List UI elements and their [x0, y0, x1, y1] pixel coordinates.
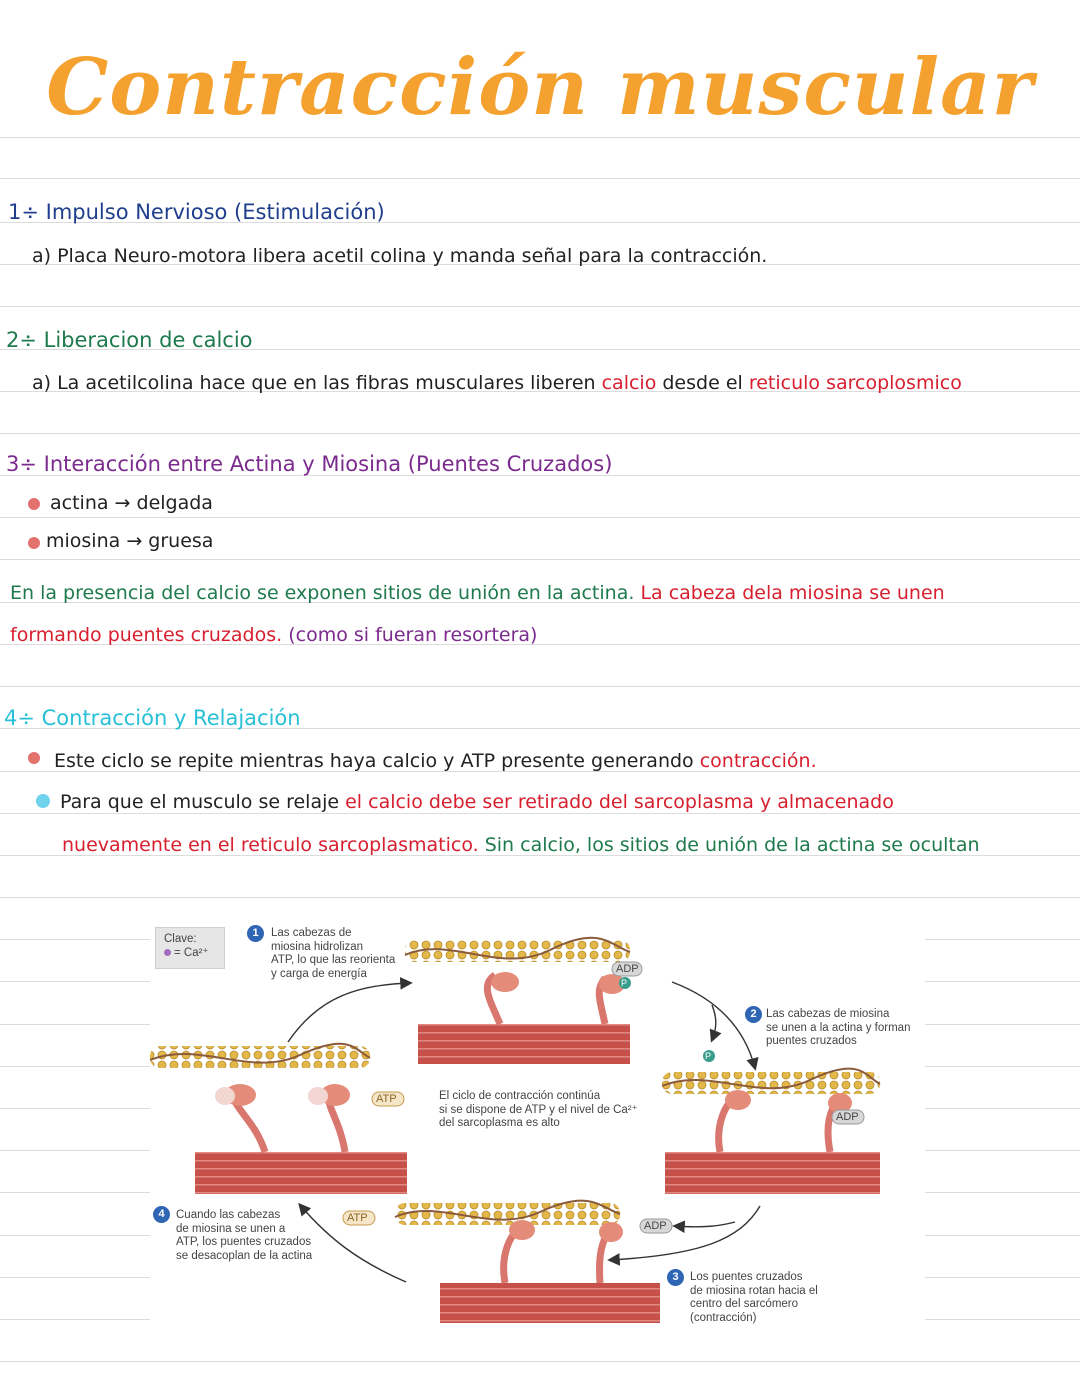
arrow-3	[607, 1205, 761, 1266]
arrow-p	[709, 1004, 722, 1043]
calcium-dot-icon	[164, 949, 171, 956]
step2-line: puentes cruzados	[766, 1035, 857, 1047]
section4-bullet1-start: Este ciclo se repite mientras haya calci…	[54, 750, 694, 772]
center-line: si se dispone de ATP y el nivel de Ca²⁺	[439, 1103, 638, 1116]
step1-caption: Las cabezas de miosina hidrolizan ATP, l…	[271, 927, 395, 981]
center-caption: El ciclo de contracción continúa si se d…	[439, 1090, 638, 1131]
label-adp-bottom: ADP	[644, 1220, 667, 1232]
step3-caption: Los puentes cruzados de miosina rotan ha…	[690, 1271, 818, 1325]
section2-line-a-mid: desde el	[662, 372, 743, 394]
step2-number: 2	[745, 1006, 762, 1023]
step1-number: 1	[247, 925, 264, 942]
section3-bullet-actina: actina → delgada	[50, 492, 213, 514]
section4-bullet2-start: Para que el musculo se relaje	[60, 791, 340, 813]
step3-line: (contracción)	[690, 1311, 757, 1324]
step3-number: 3	[667, 1269, 684, 1286]
label-adp-right: ADP	[836, 1111, 859, 1123]
section4-heading: 4÷ Contracción y Relajación	[4, 706, 301, 730]
center-line: El ciclo de contracción continúa	[439, 1090, 601, 1102]
section2-calcio: calcio	[601, 372, 657, 394]
section3-para-red2: formando puentes cruzados.	[10, 624, 283, 646]
label-atp-bottom: ATP	[347, 1212, 368, 1224]
step4-caption: Cuando las cabezas de miosina se unen a …	[176, 1209, 312, 1263]
key-label: Clave:	[164, 933, 197, 945]
bullet-dot	[28, 537, 40, 549]
section4-bullet2-red1: el calcio debe ser retirado del sarcopla…	[345, 791, 894, 813]
section4-bullet2: Para que el musculo se relaje el calcio …	[60, 791, 894, 813]
arrow-1	[287, 977, 413, 1043]
panel-left	[149, 1042, 407, 1194]
section3-heading: 3÷ Interacción entre Actina y Miosina (P…	[6, 452, 613, 476]
step2-line: Las cabezas de miosina	[766, 1008, 890, 1020]
step4-number: 4	[153, 1206, 170, 1223]
panel-top	[404, 936, 643, 1064]
section2-line-a: a) La acetilcolina hace que en las fibra…	[32, 372, 962, 394]
step3-line: de miosina rotan hacia el	[690, 1284, 818, 1297]
step4-line: Cuando las cabezas	[176, 1209, 281, 1221]
arrow-adp	[672, 1220, 736, 1233]
arrow-2	[671, 981, 759, 1071]
section4-bullet2-cont: nuevamente en el reticulo sarcoplasmatic…	[62, 834, 980, 856]
step1-line: ATP, lo que las reorienta	[271, 954, 396, 966]
step2-caption: Las cabezas de miosina se unen a la acti…	[766, 1008, 910, 1049]
section3-paragraph-line1: En la presencia del calcio se exponen si…	[10, 582, 945, 604]
section1-line-a: a) Placa Neuro-motora libera acetil coli…	[32, 245, 768, 267]
panel-bottom	[342, 1199, 673, 1323]
section2-heading: 2÷ Liberacion de calcio	[6, 328, 253, 352]
step3-line: Los puentes cruzados	[690, 1271, 803, 1283]
section1-heading: 1÷ Impulso Nervioso (Estimulación)	[8, 200, 385, 224]
key-value-text: = Ca²⁺	[174, 947, 209, 959]
step1-line: Las cabezas de	[271, 927, 352, 939]
step1-line: miosina hidrolizan	[271, 940, 364, 953]
section2-reticulo: reticulo sarcoplosmico	[748, 372, 962, 394]
section3-bullet-miosina: miosina → gruesa	[46, 530, 214, 552]
section4-bullet2-green: Sin calcio, los sitios de unión de la ac…	[484, 834, 980, 856]
step4-line: se desacoplan de la actina	[176, 1249, 313, 1262]
section4-bullet2-red2: nuevamente en el reticulo sarcoplasmatic…	[62, 834, 479, 856]
bullet-dot	[28, 498, 40, 510]
label-p-right: P	[705, 1051, 712, 1061]
page-title: Contracción muscular	[46, 42, 1034, 133]
label-atp-left: ATP	[376, 1093, 397, 1105]
section3-para-red1: La cabeza dela miosina se unen	[640, 582, 945, 604]
section4-bullet1-red: contracción.	[699, 750, 817, 772]
figure-key: Clave: = Ca²⁺	[155, 927, 225, 969]
step4-line: ATP, los puentes cruzados	[176, 1236, 312, 1248]
section3-paragraph-line2: formando puentes cruzados. (como si fuer…	[10, 624, 537, 646]
label-p-top: P	[621, 978, 628, 988]
section3-para-green: En la presencia del calcio se exponen si…	[10, 582, 635, 604]
section2-line-a-start: a) La acetilcolina hace que en las fibra…	[32, 372, 596, 394]
key-value: = Ca²⁺	[164, 946, 216, 960]
label-adp-top: ADP	[616, 963, 639, 975]
step3-line: centro del sarcómero	[690, 1298, 799, 1310]
section4-bullet1: Este ciclo se repite mientras haya calci…	[54, 750, 817, 772]
bullet-dot-cyan	[36, 794, 50, 808]
center-line: del sarcoplasma es alto	[439, 1117, 560, 1129]
step1-line: y carga de energía	[271, 967, 367, 980]
step2-line: se unen a la actina y forman	[766, 1021, 911, 1034]
bullet-dot	[28, 752, 40, 764]
section3-para-purple: (como si fueran resortera)	[288, 624, 538, 646]
step4-line: de miosina se unen a	[176, 1222, 286, 1235]
